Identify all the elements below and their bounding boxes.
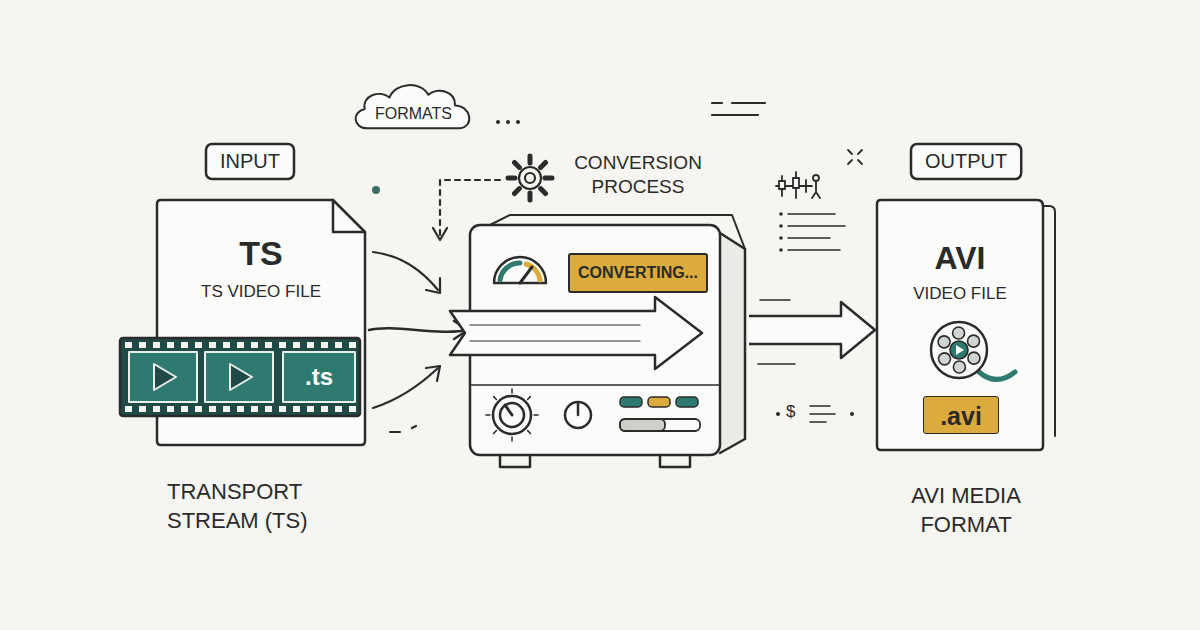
- machine-feet: [500, 455, 690, 467]
- block-arrow: [749, 302, 875, 358]
- dash-lines: [390, 426, 416, 432]
- conversion-machine: CONVERSION PROCESSCONVERTING...: [470, 225, 745, 455]
- dash-lines: [712, 103, 765, 115]
- label-box: [206, 144, 294, 179]
- list-lines: [810, 406, 835, 422]
- format-heading: TRANSPORT STREAM (TS): [167, 478, 382, 535]
- film-reel-icon: [931, 322, 1015, 380]
- label-box: [911, 144, 1021, 179]
- gear-icon: [508, 156, 552, 200]
- list-lines: [788, 214, 845, 250]
- process-heading: CONVERSION PROCESS: [558, 151, 718, 199]
- process-arrow: [450, 297, 702, 369]
- knob: [565, 402, 591, 428]
- output-file: AVIVIDEO FILE.aviAVI MEDIA FORMAT: [877, 200, 1055, 450]
- status-text: CONVERTING...: [570, 264, 706, 282]
- file-extension: .ts: [283, 363, 355, 391]
- knob: [486, 389, 538, 441]
- arrowhead: [426, 366, 440, 381]
- dot: [516, 120, 520, 124]
- cloud-label-text: FORMATS: [375, 105, 452, 123]
- file-type: AVI: [877, 240, 1043, 277]
- document-shape: [877, 200, 1043, 450]
- currency-symbol: $: [786, 402, 795, 422]
- input-file: TSTS VIDEO FILE.tsTRANSPORT STREAM (TS): [157, 200, 365, 445]
- button: [620, 397, 642, 407]
- button: [648, 397, 670, 407]
- cloud-shape: [356, 85, 470, 128]
- arrowhead: [433, 228, 447, 240]
- node-outline: [349, 78, 478, 131]
- machine-side: [720, 233, 745, 453]
- format-heading: AVI MEDIA FORMAT: [877, 482, 1055, 539]
- section-label: INPUT: [206, 144, 294, 179]
- dot: [506, 120, 510, 124]
- slider: [620, 419, 700, 431]
- chart-icon: [776, 172, 820, 198]
- file-caption: VIDEO FILE: [877, 284, 1043, 304]
- connector: [749, 302, 875, 358]
- curved-arrow: [373, 252, 438, 290]
- status-display: CONVERTING...: [568, 253, 708, 293]
- arrow-line: [369, 328, 468, 331]
- film-strip: [120, 338, 360, 416]
- dot: [372, 186, 380, 194]
- file-extension: .avi: [923, 396, 999, 434]
- section-label: OUTPUT: [911, 144, 1021, 179]
- connector: [369, 321, 468, 339]
- file-caption: TS VIDEO FILE: [157, 282, 365, 302]
- section-label-text: OUTPUT: [925, 150, 1007, 173]
- cloud-label: FORMATS: [349, 78, 478, 131]
- document-fold: [333, 200, 365, 232]
- dot: [496, 120, 500, 124]
- gauge: [494, 257, 546, 283]
- arrowhead: [426, 278, 440, 293]
- curved-arrow: [373, 368, 438, 408]
- section-label-text: INPUT: [220, 150, 280, 173]
- sparkle: [848, 150, 862, 164]
- button: [676, 397, 698, 407]
- file-type: TS: [157, 234, 365, 273]
